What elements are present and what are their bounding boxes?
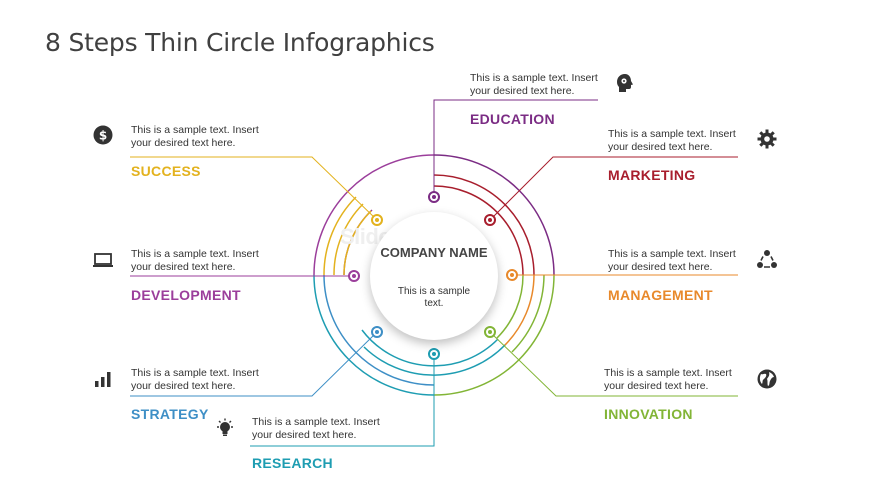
step-dots bbox=[348, 191, 518, 360]
company-text: This is a sample text. bbox=[397, 286, 471, 309]
step-label: SUCCESS bbox=[131, 163, 201, 179]
step-strategy: This is a sample text. Insert your desir… bbox=[131, 367, 271, 422]
gear-icon bbox=[757, 129, 777, 149]
arc-marketing-1 bbox=[433, 174, 535, 276]
arc-marketing-2 bbox=[433, 185, 524, 276]
step-marketing: This is a sample text. Insert your desir… bbox=[608, 128, 748, 183]
arc-success-2 bbox=[333, 203, 364, 276]
dollar-icon: $ bbox=[93, 125, 113, 145]
step-desc: This is a sample text. Insert your desir… bbox=[131, 248, 259, 273]
step-development: This is a sample text. Insert your desir… bbox=[131, 248, 271, 303]
lightbulb-icon bbox=[217, 418, 233, 436]
step-label: EDUCATION bbox=[470, 111, 555, 127]
arc-management-1 bbox=[503, 274, 535, 347]
head-gears-icon bbox=[617, 74, 633, 92]
step-label: MANAGEMENT bbox=[608, 287, 713, 303]
connector-education bbox=[433, 99, 598, 197]
step-desc: This is a sample text. Insert your desir… bbox=[131, 124, 259, 149]
company-circle: COMPANY NAME This is a sample text. bbox=[370, 212, 498, 340]
step-label: RESEARCH bbox=[252, 455, 333, 471]
step-label: MARKETING bbox=[608, 167, 696, 183]
arc-research-1 bbox=[361, 329, 499, 367]
arc-innovation-2 bbox=[496, 274, 524, 339]
arc-success-3 bbox=[343, 210, 372, 276]
page-title: 8 Steps Thin Circle Infographics bbox=[45, 28, 435, 57]
step-research: This is a sample text. Insert your desir… bbox=[252, 416, 392, 471]
connector-marketing bbox=[489, 156, 738, 221]
step-management: This is a sample text. Insert your desir… bbox=[608, 248, 748, 303]
arc-innovation-1 bbox=[511, 274, 545, 353]
network-icon bbox=[757, 250, 777, 268]
step-desc: This is a sample text. Insert your desir… bbox=[608, 128, 736, 153]
ring-arc-development bbox=[313, 154, 435, 276]
connector-innovation bbox=[489, 331, 738, 397]
step-label: STRATEGY bbox=[131, 406, 209, 422]
arc-success-1 bbox=[323, 196, 357, 276]
step-desc: This is a sample text. Insert your desir… bbox=[131, 367, 259, 392]
step-desc: This is a sample text. Insert your desir… bbox=[608, 248, 736, 273]
step-desc: This is a sample text. Insert your desir… bbox=[604, 367, 732, 392]
step-success: This is a sample text. Insert your desir… bbox=[131, 124, 271, 179]
laptop-icon bbox=[93, 253, 113, 267]
step-desc: This is a sample text. Insert your desir… bbox=[252, 416, 380, 441]
svg-text:$: $ bbox=[99, 129, 107, 143]
arc-research-2 bbox=[363, 344, 506, 376]
ring-arc-education bbox=[433, 154, 555, 276]
step-label: DEVELOPMENT bbox=[131, 287, 241, 303]
step-desc: This is a sample text. Insert your desir… bbox=[470, 72, 598, 97]
connector-success bbox=[130, 156, 378, 221]
company-name: COMPANY NAME bbox=[380, 245, 488, 260]
step-innovation: This is a sample text. Insert your desir… bbox=[604, 367, 744, 422]
connector-strategy bbox=[130, 331, 378, 397]
step-label: INNOVATION bbox=[604, 406, 693, 422]
step-education: This is a sample text. Insert your desir… bbox=[470, 72, 610, 127]
globe-icon bbox=[757, 369, 777, 389]
connector-research bbox=[250, 354, 435, 447]
bar-chart-icon bbox=[95, 372, 111, 387]
